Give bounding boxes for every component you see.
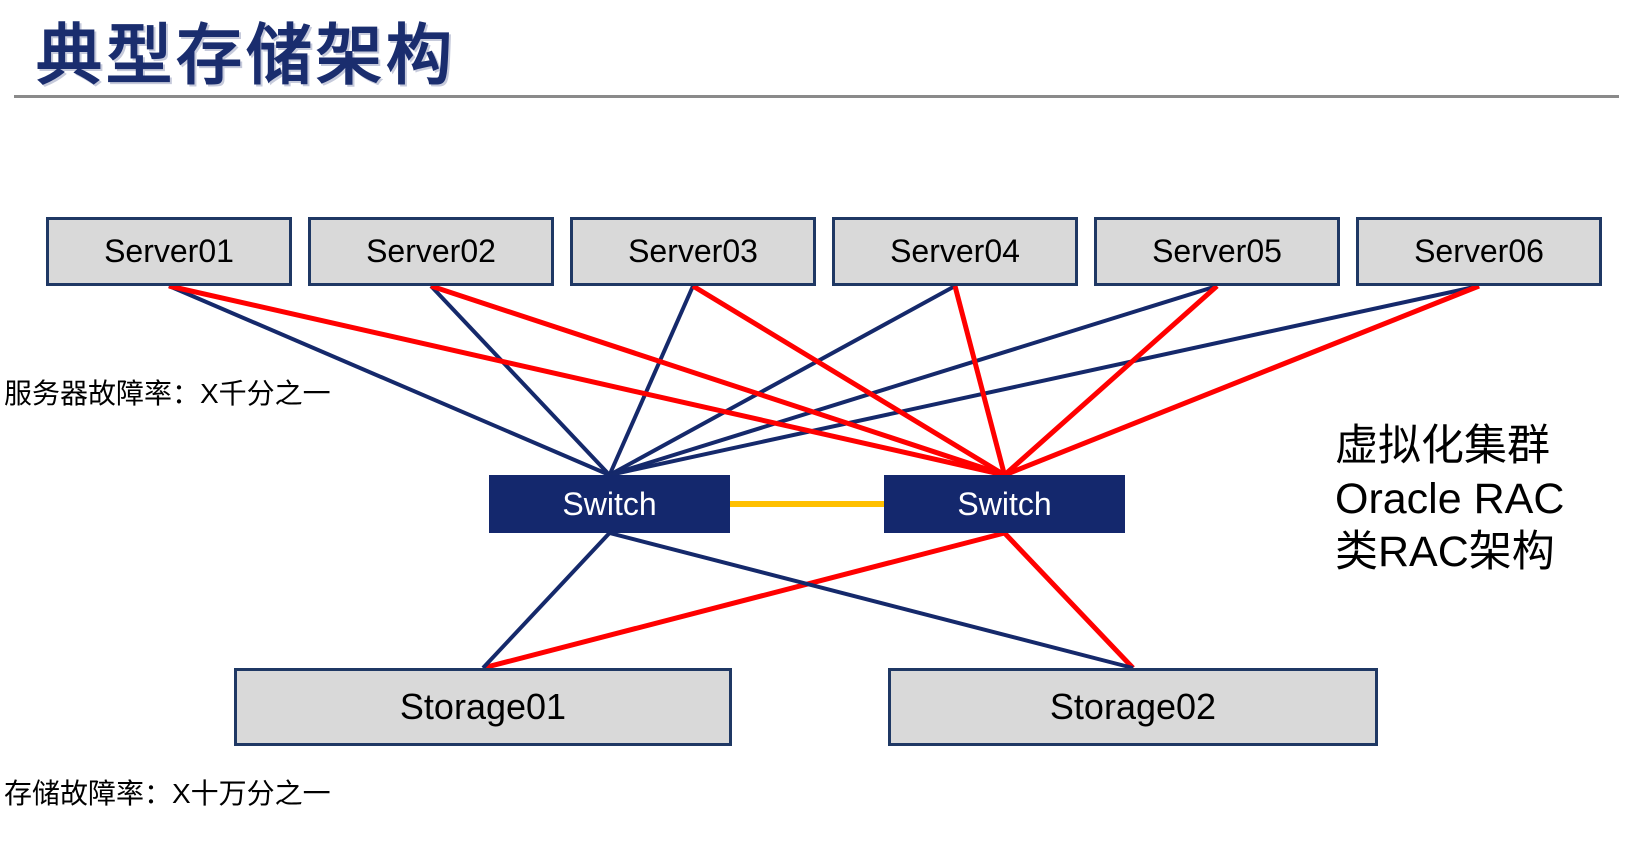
edge-line-red — [430, 283, 1006, 478]
server-failure-rate-label: 服务器故障率：X千分之一 — [4, 378, 331, 409]
server-node-2: Server02 — [308, 217, 554, 286]
architecture-note-line-1: 虚拟化集群 — [1335, 422, 1550, 470]
server-node-6: Server06 — [1356, 217, 1602, 286]
architecture-note: 虚拟化集群 Oracle RAC 类RAC架构 — [1335, 420, 1564, 579]
edge-line-red — [1002, 284, 1219, 477]
server-node-1: Server01 — [46, 217, 292, 286]
page-title: 典型存储架构 — [36, 18, 456, 92]
server-node-3: Server03 — [570, 217, 816, 286]
edge-line-red — [1002, 531, 1135, 670]
edge-line-red — [168, 283, 1006, 478]
storage-failure-rate-label: 存储故障率：X十万分之一 — [4, 778, 331, 809]
edge-line-red — [482, 530, 1006, 671]
edge-line-navy — [429, 284, 611, 477]
title-divider — [14, 95, 1619, 98]
edge-line-navy — [608, 284, 956, 477]
edge-line-red — [691, 283, 1006, 478]
server-node-5: Server05 — [1094, 217, 1340, 286]
edge-line-navy — [609, 284, 1480, 477]
architecture-note-line-3: 类RAC架构 — [1335, 528, 1555, 576]
switch-node-left: Switch — [489, 475, 730, 533]
edge-line-navy — [168, 284, 611, 477]
edge-line-red — [952, 285, 1007, 476]
storage-node-2: Storage02 — [888, 668, 1378, 746]
switch-node-right: Switch — [884, 475, 1125, 533]
storage-node-1: Storage01 — [234, 668, 732, 746]
architecture-note-line-2: Oracle RAC — [1335, 475, 1565, 523]
edge-line-navy — [609, 531, 1134, 670]
edge-line-navy — [607, 285, 695, 476]
edge-line-navy — [481, 531, 611, 670]
server-node-4: Server04 — [832, 217, 1078, 286]
edge-line-red — [1003, 283, 1480, 478]
edge-line-navy — [608, 284, 1218, 477]
